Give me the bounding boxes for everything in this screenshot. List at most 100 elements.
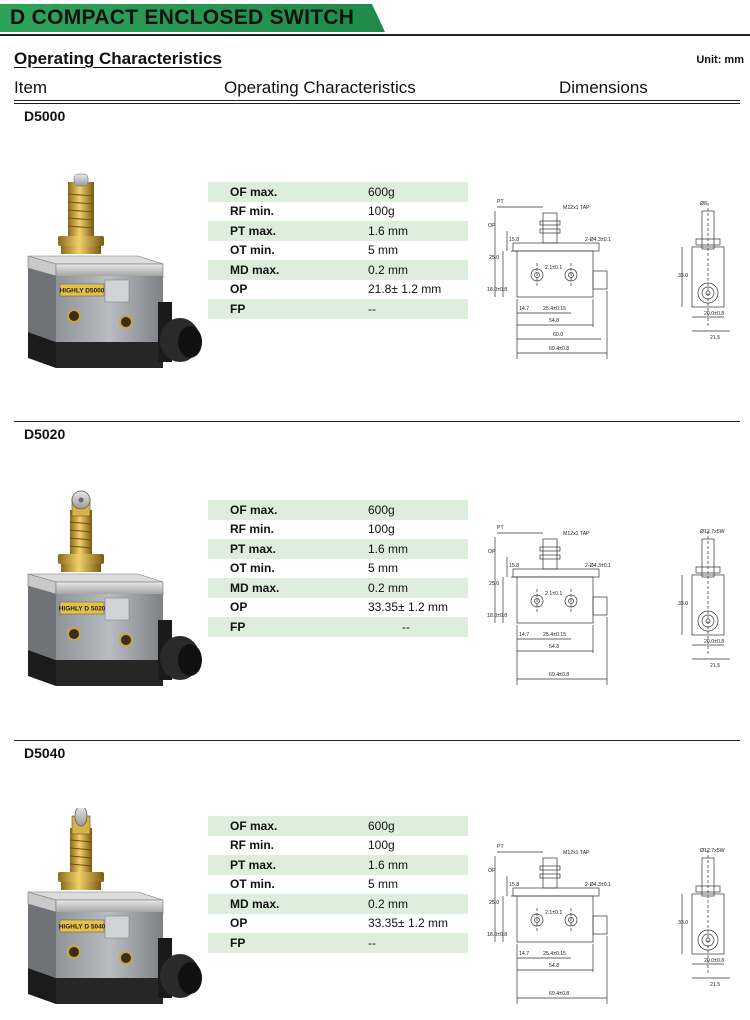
title-underline [0,34,750,36]
spec-label: PT max. [230,541,277,556]
model-name: D5000 [24,108,66,124]
spec-label: OP [230,600,248,615]
spec-label: OT min. [230,877,275,892]
dim-side-33: 33.0 [678,920,688,926]
dim-side-20: 20.0±0.8 [704,311,724,317]
spec-row: MD max.0.2 mm [208,894,468,914]
dim-side-21-5: 21.5 [710,982,720,988]
dim-op: OP [488,549,496,555]
spec-value: 0.2 mm [368,580,409,595]
dim-69-4: 69.4±0.8 [549,672,569,678]
column-header-operating: Operating Characteristics [224,78,416,97]
section-title: Operating Characteristics [14,49,222,68]
dim-18-0: 18.0±0.8 [487,932,507,938]
spec-row: MD max. 0.2 mm [208,578,468,598]
dim-15-8: 15.8 [509,237,519,243]
spec-label: OT min. [230,561,275,576]
dim-side-top: Ø8 [700,201,707,207]
dim-hole: 2-Ø4.3±0.1 [585,563,611,569]
switch-photo: HIGHLY D5000 [27,173,202,368]
spec-value: 100g [368,522,395,537]
product-section: D5000 [0,103,750,403]
dim-hole: 2-Ø4.3±0.1 [585,237,611,243]
spec-label: MD max. [230,262,280,277]
spec-row: OF max.600g [208,182,468,202]
side-dimension-drawing: Ø12.7x5W 33.0 20.0±0.8 21.5 [678,848,730,988]
spec-row: RF min. 100g [208,202,468,222]
spec-value: -- [368,301,376,316]
spec-label: MD max. [230,896,280,911]
section-divider [14,103,740,104]
switch-label-text: HIGHLY D 5020 [59,606,106,613]
dim-tap: M12x1 TAP [563,850,590,856]
dim-54-8: 54.8 [549,644,559,650]
switch-photo: HIGHLY D 5040 [27,808,202,1004]
title-bar: D COMPACT ENCLOSED SWITCH [0,4,750,36]
spec-label: RF min. [230,838,274,853]
dim-side-20: 20.0±0.8 [704,639,724,645]
spec-value: 5 mm [368,561,398,576]
spec-row: PT max.1.6 mm [208,855,468,875]
spec-value: 1.6 mm [368,223,409,238]
spec-row: PT max. 1.6 mm [208,221,468,241]
spec-label: OP [230,916,248,931]
spec-label: RF min. [230,204,274,219]
side-dimension-drawing: Ø8 33.0 20.0±0.8 21.5 [678,201,730,341]
dim-14-7: 14.7 [519,951,529,957]
dim-tap: M12x1 TAP [563,205,590,211]
spec-row: FP -- [208,617,468,637]
dim-side-33: 33.0 [678,273,688,279]
spec-label: OF max. [230,818,278,833]
dim-side-20: 20.0±0.8 [704,958,724,964]
dim-pt: PT [497,525,504,531]
dim-25-4: 25.4±0.15 [543,632,566,638]
spec-value: 600g [368,818,395,833]
dim-hole: 2-Ø4.3±0.1 [585,882,611,888]
spec-row: OT min. 5 mm [208,875,468,895]
spec-value: 33.35± 1.2 mm [368,600,448,615]
spec-row: RF min. 100g [208,836,468,856]
switch-label-text: HIGHLY D 5040 [59,924,106,931]
spec-label: OT min. [230,243,275,258]
header-divider [14,100,740,101]
spec-label: FP [230,935,246,950]
page-title: D COMPACT ENCLOSED SWITCH [10,6,355,29]
spec-label: FP [230,619,246,634]
spec-value: 600g [368,184,395,199]
spec-row: FP -- [208,933,468,953]
spec-value: -- [402,619,410,634]
dim-69-4: 69.4±0.8 [549,346,569,352]
dim-54-8: 54.8 [549,318,559,324]
front-dimension-drawing: PT OP M12x1 TAP 2-Ø4.3±0.1 15.8 25.0 18.… [487,525,611,685]
spec-value: 5 mm [368,877,398,892]
dim-2-1: 2.1±0.1 [545,265,562,271]
spec-value: 33.35± 1.2 mm [368,916,448,931]
spec-label: MD max. [230,580,280,595]
title-accent [0,4,385,32]
dim-18-0: 18.0±0.8 [487,287,507,293]
spec-value: -- [368,935,376,950]
spec-label: RF min. [230,522,274,537]
section-divider [14,421,740,422]
dim-54-8: 54.8 [549,963,559,969]
side-dimension-drawing: Ø12.7x5W 33.0 20.0±0.8 21.5 [678,529,730,669]
dim-pt: PT [497,844,504,850]
dim-25-4: 25.4±0.15 [543,306,566,312]
spec-row: OT min. 5 mm [208,559,468,579]
switch-label-text: HIGHLY D5000 [60,288,105,295]
spec-value: 600g [368,502,395,517]
dim-op: OP [488,868,496,874]
spec-label: PT max. [230,223,277,238]
dim-side-21-5: 21.5 [710,335,720,341]
spec-value: 100g [368,204,395,219]
spec-value: 100g [368,838,395,853]
spec-row: OP 33.35± 1.2 mm [208,598,468,618]
unit-label: Unit: mm [696,54,744,66]
dim-side-33: 33.0 [678,601,688,607]
dim-25-0: 25.0 [489,581,499,587]
front-dimension-drawing: PT OP M12x1 TAP 2-Ø4.3±0.1 15.8 25.0 18.… [487,844,611,1004]
switch-photo: HIGHLY D 5020 [27,490,202,686]
spec-label: PT max. [230,857,277,872]
